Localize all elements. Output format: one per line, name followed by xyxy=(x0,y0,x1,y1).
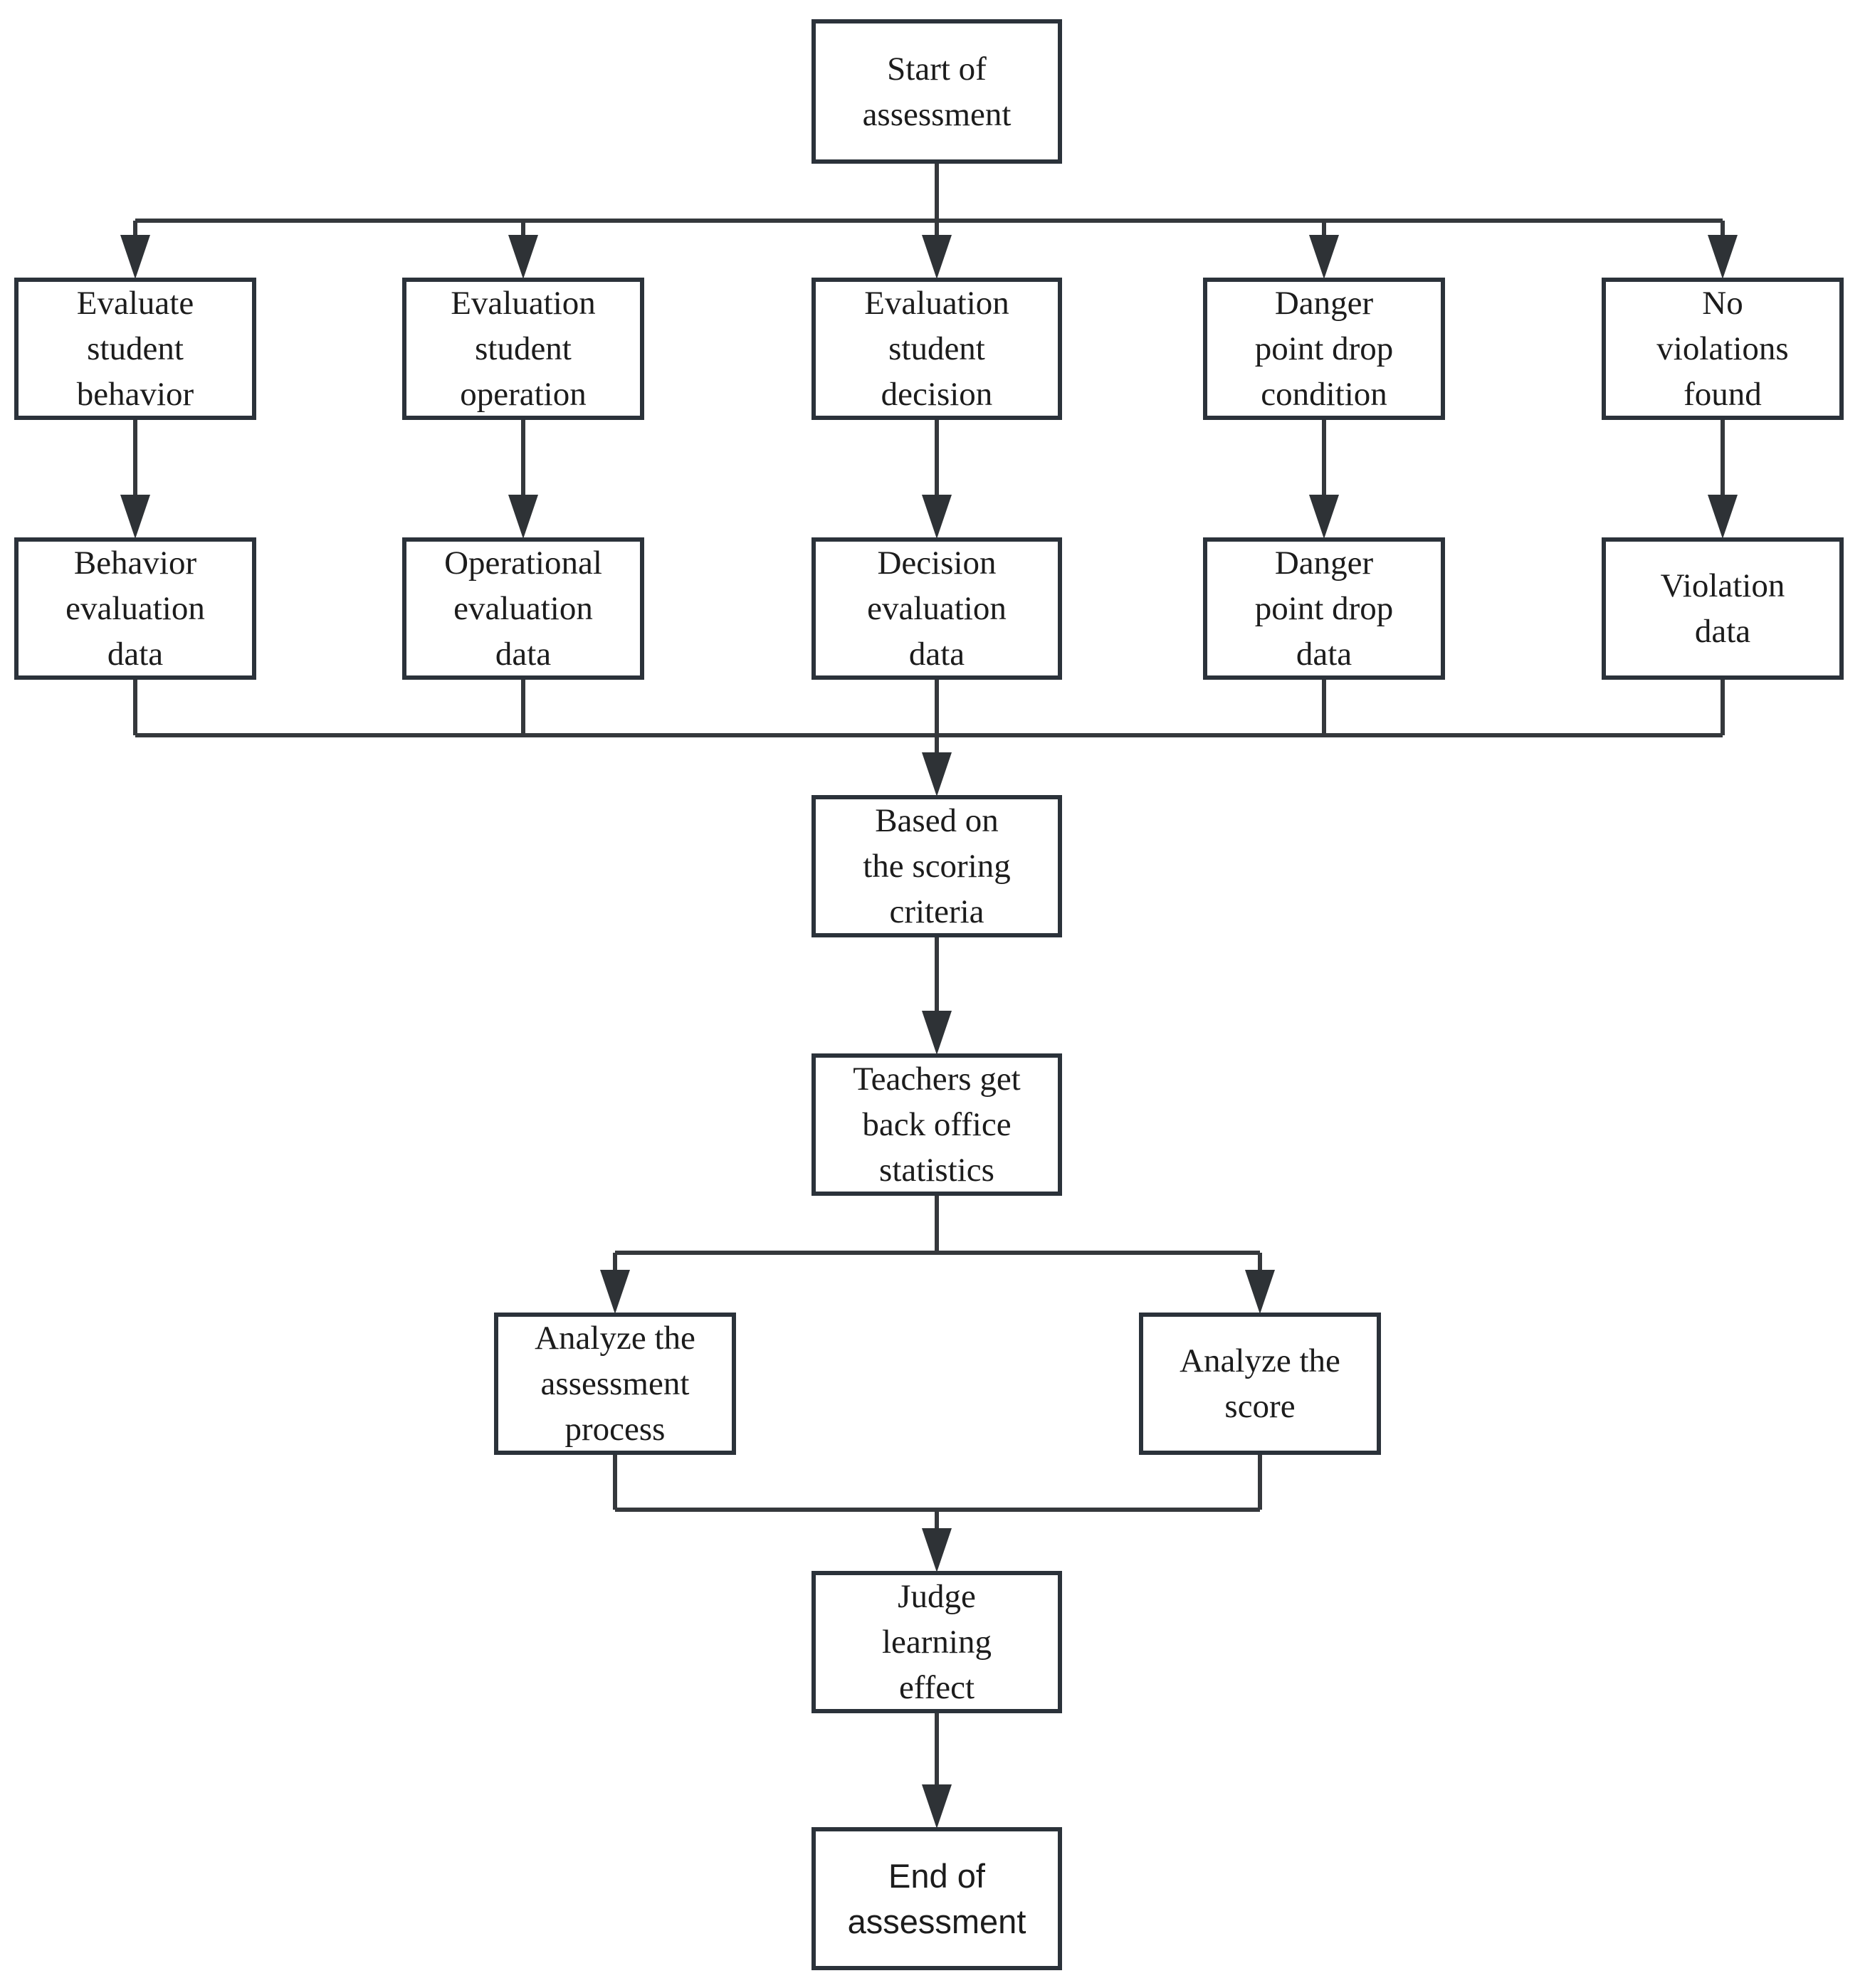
node-evaluate-student-behavior: Evaluate student behavior xyxy=(14,278,256,420)
node-analyze-assessment-process: Analyze the assessment process xyxy=(494,1313,736,1455)
arrowhead xyxy=(922,235,952,279)
arrowhead xyxy=(1245,1270,1275,1314)
arrowhead xyxy=(1309,235,1339,279)
arrowheads xyxy=(120,235,1738,1829)
node-analyze-score: Analyze the score xyxy=(1139,1313,1381,1455)
arrowhead xyxy=(1309,495,1339,539)
node-judge-learning-effect: Judge learning effect xyxy=(811,1571,1062,1713)
node-start-of-assessment: Start of assessment xyxy=(811,19,1062,164)
arrowhead xyxy=(1708,495,1738,539)
node-decision-evaluation-data: Decision evaluation data xyxy=(811,537,1062,680)
node-evaluation-student-operation: Evaluation student operation xyxy=(402,278,644,420)
node-danger-point-drop-condition: Danger point drop condition xyxy=(1203,278,1445,420)
arrowhead xyxy=(120,495,150,539)
arrowhead xyxy=(922,495,952,539)
arrowhead xyxy=(600,1270,630,1314)
node-based-on-scoring-criteria: Based on the scoring criteria xyxy=(811,795,1062,937)
arrowhead xyxy=(1708,235,1738,279)
arrowhead xyxy=(922,752,952,796)
node-teachers-get-back-office-statistics: Teachers get back office statistics xyxy=(811,1053,1062,1196)
arrowhead xyxy=(922,1784,952,1829)
arrowhead xyxy=(120,235,150,279)
node-violation-data: Violation data xyxy=(1602,537,1844,680)
arrowhead xyxy=(508,235,538,279)
node-end-of-assessment: End of assessment xyxy=(811,1827,1062,1970)
arrowhead xyxy=(508,495,538,539)
node-danger-point-drop-data: Danger point drop data xyxy=(1203,537,1445,680)
node-evaluation-student-decision: Evaluation student decision xyxy=(811,278,1062,420)
node-operational-evaluation-data: Operational evaluation data xyxy=(402,537,644,680)
connector-lines xyxy=(133,164,1725,1784)
arrowhead xyxy=(922,1011,952,1055)
node-no-violations-found: No violations found xyxy=(1602,278,1844,420)
node-behavior-evaluation-data: Behavior evaluation data xyxy=(14,537,256,680)
arrowhead xyxy=(922,1528,952,1572)
